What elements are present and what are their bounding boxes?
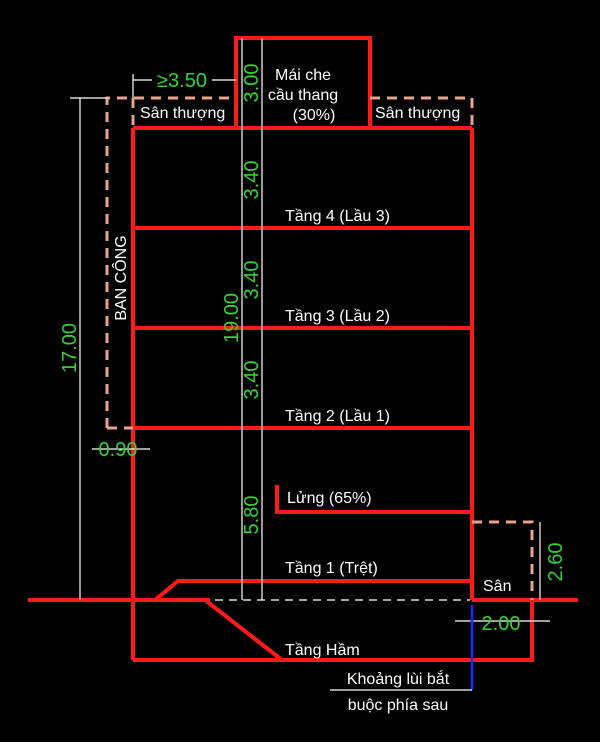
terrace-right-outline xyxy=(370,96,474,128)
dim-rear-setback: 2.00 xyxy=(482,613,521,635)
dimension-lines xyxy=(70,38,550,691)
label-terrace-left: Sân thượng xyxy=(140,105,225,122)
dim-floor4-height: 3.40 xyxy=(241,161,263,200)
dim-floor3-height: 3.40 xyxy=(241,261,263,300)
label-setback-2: buộc phía sau xyxy=(348,697,449,714)
yard-wall-outline xyxy=(472,520,534,600)
dim-balcony-height: 17.00 xyxy=(59,323,81,373)
label-yard: Sân xyxy=(483,578,511,595)
mezzanine-slab xyxy=(275,485,472,514)
basement-outline xyxy=(133,600,534,662)
label-stair-roof-2: cầu thang xyxy=(268,87,338,104)
label-floor1: Tầng 1 (Trệt) xyxy=(285,560,378,577)
dim-roof-setback: ≥3.50 xyxy=(157,70,207,92)
dim-yard-wall-height: 2.60 xyxy=(545,543,567,582)
dim-floor2-height: 3.40 xyxy=(241,361,263,400)
basement-ramp xyxy=(203,598,284,662)
dashed-outlines xyxy=(105,96,534,601)
label-balcony: BAN CÔNG xyxy=(111,235,130,320)
label-mezzanine: Lửng (65%) xyxy=(287,490,372,507)
walls xyxy=(28,36,578,662)
label-floor2: Tầng 2 (Lầu 1) xyxy=(285,408,390,425)
label-stair-roof-3: (30%) xyxy=(293,107,336,124)
label-terrace-right: Sân thượng xyxy=(375,105,460,122)
dim-ground-mezz-height: 5.80 xyxy=(241,496,263,535)
dim-total-height: 19.00 xyxy=(221,293,243,343)
ground-floor-slab xyxy=(153,579,472,602)
dim-balcony-depth: 0.90 xyxy=(99,439,138,461)
label-floor4: Tầng 4 (Lầu 3) xyxy=(285,208,390,225)
label-basement: Tầng Hầm xyxy=(285,642,360,659)
label-setback-1: Khoảng lùi bắt xyxy=(347,669,450,688)
label-stair-roof-1: Mái che xyxy=(275,67,331,84)
label-floor3: Tầng 3 (Lầu 2) xyxy=(285,308,390,325)
dim-stair-height: 3.00 xyxy=(241,64,263,103)
